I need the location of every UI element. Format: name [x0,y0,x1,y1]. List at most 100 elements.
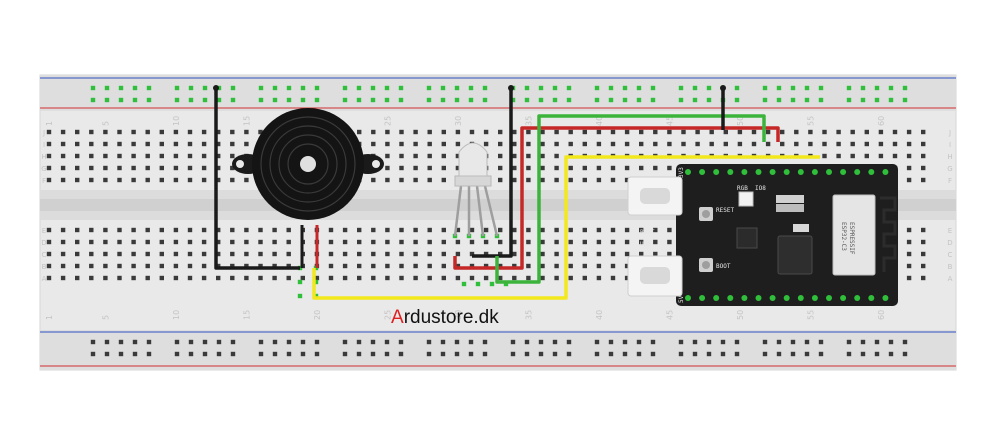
breadboard-hole [427,177,432,183]
breadboard-hole [737,129,743,135]
column-number-bottom: 40 [595,310,604,320]
column-number-bottom: 50 [736,310,745,320]
board-pin-top [854,169,861,175]
breadboard-hole [258,85,264,91]
breadboard-hole [201,275,207,281]
breadboard-hole [441,165,446,171]
breadboard-hole [117,263,122,269]
led-leg-4 [483,185,499,237]
breadboard-hole [230,165,235,171]
board-pin-bottom [826,295,832,301]
breadboard-hole [202,85,208,91]
breadboard-hole [498,227,503,233]
breadboard-hole [201,227,207,233]
breadboard-hole [554,263,559,269]
breadboard-hole [512,129,517,135]
breadboard-hole [888,85,894,91]
breadboard-hole [75,177,80,183]
breadboard-hole [46,153,52,159]
breadboard-hole [498,251,503,257]
row-letter-left: J [42,129,45,137]
board-label-reset: RESET [716,207,734,214]
row-letter-right: A [948,275,953,283]
breadboard-hole [159,251,164,257]
breadboard-hole [89,177,94,183]
breadboard-hole [888,351,894,357]
breadboard-hole [441,275,446,281]
breadboard-hole [230,351,236,357]
breadboard-hole [720,351,726,357]
breadboard-hole [526,177,531,183]
breadboard-hole [822,153,827,159]
breadboard-hole [526,263,531,269]
breadboard-hole [596,275,602,281]
breadboard-hole [455,275,461,281]
breadboard-hole [90,97,96,103]
breadboard-hole [244,227,249,233]
breadboard-hole [104,339,110,345]
breadboard-hole [653,239,658,245]
breadboard-hole [582,227,587,233]
breadboard-hole [874,339,880,345]
breadboard-hole [526,129,531,135]
breadboard-hole [159,239,164,245]
breadboard-hole [554,153,559,159]
row-letter-right: J [948,129,951,137]
breadboard-hole [230,251,235,257]
breadboard-hole [286,239,291,245]
breadboard-hole [103,165,108,171]
breadboard-hole [667,129,672,135]
breadboard-hole [906,177,912,183]
breadboard-hole [117,251,122,257]
breadboard-hole [874,97,880,103]
board-pin-top [769,169,776,175]
breadboard-hole [706,85,712,91]
breadboard-hole [342,339,348,345]
breadboard-hole [187,227,193,233]
breadboard-hole [300,351,306,357]
breadboard-hole [90,339,96,345]
breadboard-hole [510,339,516,345]
board-pin-bottom [713,295,720,301]
breadboard-hole [552,339,558,345]
breadboard-hole [874,85,880,91]
breadboard-hole [216,263,221,269]
column-number-top: 5 [101,121,110,126]
buzzer-mount-hole-left [236,160,244,168]
breadboard-hole [370,339,376,345]
breadboard-hole [201,177,207,183]
breadboard-hole [413,129,418,135]
breadboard-hole [540,141,545,147]
breadboard-hole [159,263,164,269]
breadboard-hole [145,239,150,245]
board-pin-top [797,169,804,175]
breadboard-hole [104,351,110,357]
board-pin-bottom [769,295,776,301]
breadboard-hole [622,351,628,357]
breadboard-hole [695,141,700,147]
breadboard-hole [314,97,320,103]
breadboard-hole [678,85,684,91]
breadboard-hole [582,239,587,245]
breadboard-hole [653,165,658,171]
breadboard-hole [751,141,757,147]
breadboard-hole [678,339,684,345]
breadboard-hole [427,263,432,269]
breadboard-hole [468,97,474,103]
breadboard-hole [566,351,572,357]
board-pin-top [699,169,706,175]
row-letter-right: E [948,227,952,235]
breadboard-hole [596,239,602,245]
breadboard-hole [89,275,94,281]
breadboard-hole [427,141,432,147]
breadboard-hole [75,275,80,281]
breadboard-hole [846,85,852,91]
led-leg-1 [453,185,463,237]
board-pin-top [868,169,875,175]
breadboard-hole [510,351,516,357]
breadboard-hole [216,177,221,183]
rgb-led [453,142,499,237]
breadboard-hole [272,339,278,345]
column-number-top: 35 [524,116,533,126]
breadboard-hole [103,141,108,147]
